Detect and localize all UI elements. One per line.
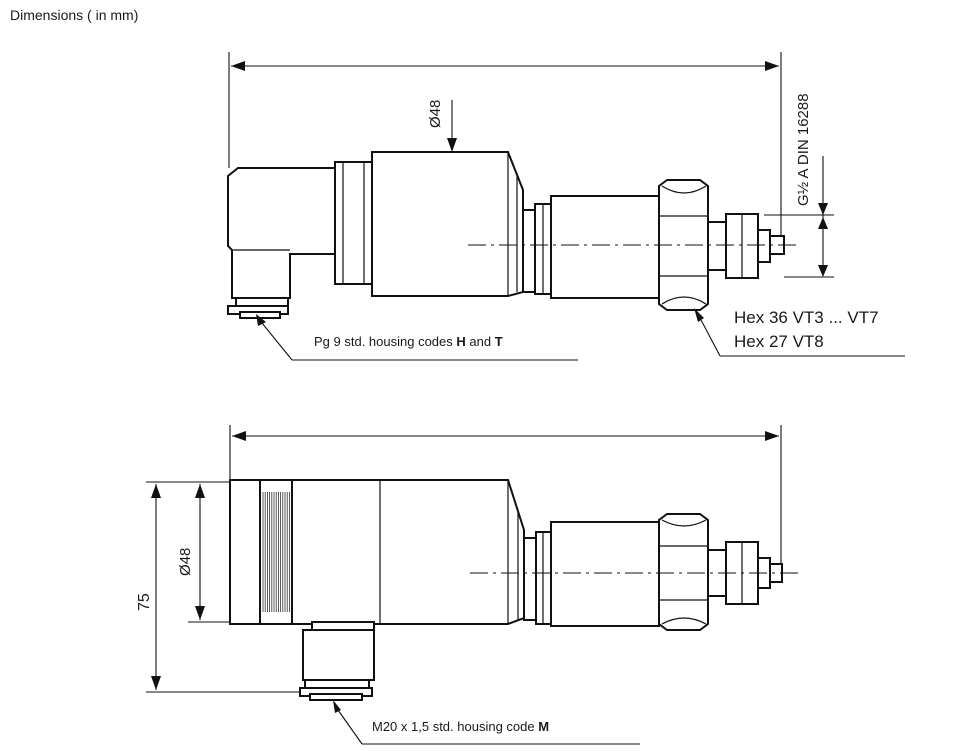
top-overall-length-dimension <box>228 52 782 250</box>
top-hex-leader: Hex 36 VT3 ... VT7 Hex 27 VT8 <box>694 308 905 357</box>
top-thread-dimension: G½ A DIN 16288 <box>764 93 834 278</box>
top-connector-leader: Pg 9 std. housing codes H and T <box>256 314 578 361</box>
top-sensor-tube <box>550 195 660 299</box>
bottom-cap <box>229 479 293 625</box>
top-view: Ø48 <box>227 52 905 361</box>
bottom-view: 75 Ø48 M20 x 1,5 std. housing code M <box>136 425 800 745</box>
page-title: Dimensions ( in mm) <box>10 7 138 23</box>
bottom-connector-label: M20 x 1,5 std. housing code M <box>372 719 549 734</box>
bottom-knurl <box>262 492 290 612</box>
bottom-hex-nut <box>658 513 709 631</box>
bottom-sensor-tube <box>550 521 660 627</box>
top-main-body <box>371 151 524 297</box>
bottom-cable-gland <box>299 621 375 701</box>
bottom-overall-length-dimension <box>229 425 782 580</box>
top-neck <box>522 203 552 295</box>
bottom-main-body <box>291 479 525 625</box>
bottom-diameter-label: Ø48 <box>177 548 194 576</box>
top-thread-label: G½ A DIN 16288 <box>795 93 812 206</box>
top-hex-label-1: Hex 36 VT3 ... VT7 <box>734 308 879 327</box>
top-connector-housing <box>227 161 373 319</box>
bottom-connector-leader: M20 x 1,5 std. housing code M <box>333 700 640 745</box>
top-hex-label-2: Hex 27 VT8 <box>734 332 824 351</box>
bottom-diameter-dimension: Ø48 <box>177 481 230 623</box>
top-diameter-leader: Ø48 <box>427 100 457 152</box>
top-threaded-end <box>707 213 785 279</box>
bottom-height-label: 75 <box>136 593 153 611</box>
top-hex-nut <box>658 179 709 311</box>
bottom-neck <box>523 531 552 625</box>
top-connector-label: Pg 9 std. housing codes H and T <box>314 334 503 349</box>
top-diameter-label: Ø48 <box>427 100 444 128</box>
